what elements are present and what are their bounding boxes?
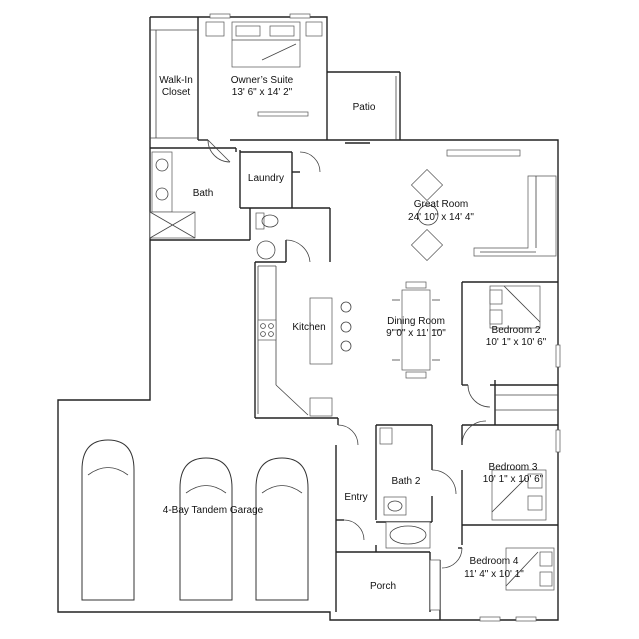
room-labels: Walk-In Closet Owner’s Suite 13' 6" x 14…: [159, 75, 546, 592]
exterior-walls: [57, 16, 559, 621]
owners-suite-label: Owner’s Suite: [231, 75, 294, 86]
laundry-label: Laundry: [248, 173, 284, 184]
fixtures: [149, 21, 557, 591]
walk-in-closet-label-1: Walk-In: [159, 75, 193, 86]
bedroom-3-label: Bedroom 3: [489, 462, 538, 473]
bath-label: Bath: [193, 188, 214, 199]
great-room-dims: 24' 10" x 14' 4": [408, 212, 474, 223]
garage-cars: [81, 439, 309, 601]
garage-label: 4-Bay Tandem Garage: [163, 505, 264, 516]
bedroom-4-label: Bedroom 4: [470, 556, 519, 567]
dining-room-label: Dining Room: [387, 316, 445, 327]
bedroom-2-label: Bedroom 2: [492, 325, 541, 336]
bedroom-4-dims: 11' 4" x 10' 1": [464, 569, 524, 580]
kitchen-label: Kitchen: [292, 322, 325, 333]
great-room-label: Great Room: [414, 199, 468, 210]
bath-2-label: Bath 2: [392, 476, 421, 487]
patio-label: Patio: [353, 102, 376, 113]
bedroom-2-dims: 10' 1" x 10' 6": [486, 337, 547, 348]
doors: [207, 13, 561, 622]
dining-room-dims: 9' 0" x 11' 10": [386, 328, 446, 339]
porch-label: Porch: [370, 581, 396, 592]
walk-in-closet-label-2: Closet: [162, 87, 191, 98]
entry-label: Entry: [344, 492, 367, 503]
interior-walls: [150, 17, 558, 612]
owners-suite-dims: 13' 6" x 14' 2": [232, 87, 293, 98]
bedroom-3-dims: 10' 1" x 10' 6": [483, 474, 544, 485]
